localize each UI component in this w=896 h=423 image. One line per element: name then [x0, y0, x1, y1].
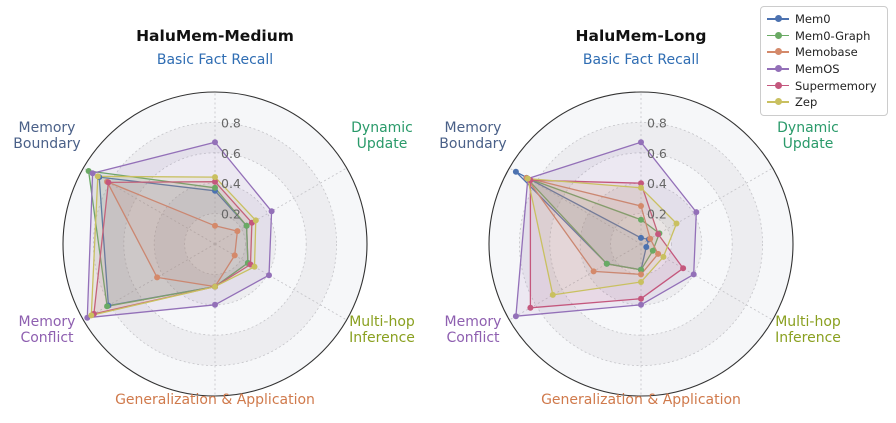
data-point-memos [690, 271, 697, 278]
radial-tick-label: 0.8 [647, 115, 667, 130]
data-point-supermemory [638, 295, 644, 302]
chart-title: HaluMem-Medium [136, 27, 294, 45]
radial-tick-label: 0.2 [221, 207, 241, 222]
legend-label: Mem0-Graph [795, 28, 871, 43]
data-point-zep [212, 283, 218, 290]
legend-swatch [767, 30, 789, 42]
data-point-zep [212, 174, 218, 181]
data-point-supermemory [527, 304, 534, 311]
data-point-mem0-graph [212, 184, 218, 191]
radial-tick-label: 0.8 [221, 115, 241, 130]
data-point-zep [660, 253, 667, 260]
radar-spoke [640, 167, 773, 245]
data-point-mem0-graph [243, 222, 250, 229]
legend-label: Memobase [795, 45, 858, 60]
legend-swatch [767, 96, 789, 108]
data-point-memobase [212, 222, 218, 229]
radial-tick-label: 0.4 [221, 176, 241, 191]
data-point-zep [94, 173, 101, 180]
legend-label: Zep [795, 95, 818, 110]
data-point-memobase [231, 252, 238, 259]
data-point-memobase [638, 203, 644, 209]
data-point-mem0-graph [104, 303, 111, 310]
radar-spoke [214, 243, 347, 321]
data-point-memobase [154, 274, 161, 281]
data-point-memos [212, 139, 218, 146]
radial-tick-label: 0.2 [647, 207, 667, 222]
data-point-memos [212, 301, 218, 308]
data-point-mem0-graph [638, 216, 644, 223]
data-point-memos [89, 170, 96, 177]
data-point-mem0 [512, 168, 519, 175]
data-point-zep [251, 263, 258, 270]
data-point-zep [524, 175, 531, 182]
data-point-supermemory [680, 265, 687, 272]
axis-label: Generalization & Application [541, 392, 741, 408]
axis-label: Basic Fact Recall [583, 52, 699, 68]
data-point-zep [638, 184, 644, 191]
data-point-zep [638, 279, 644, 285]
data-point-memobase [590, 268, 597, 275]
legend-item: Supermemory [767, 77, 881, 94]
legend-item: MemOS [767, 61, 881, 78]
data-point-memobase [234, 228, 241, 235]
data-point-zep [549, 291, 556, 298]
legend-swatch [767, 80, 789, 92]
legend-swatch [767, 13, 789, 25]
legend-label: Mem0 [795, 12, 831, 27]
data-point-memos [266, 272, 272, 279]
legend-label: MemOS [795, 62, 840, 77]
radar-spoke [214, 167, 347, 245]
data-point-mem0 [638, 234, 644, 241]
radar-grid-circle [610, 213, 672, 275]
data-point-mem0 [643, 244, 650, 250]
legend-swatch [767, 46, 789, 58]
chart-title: HaluMem-Long [576, 27, 707, 45]
data-point-zep [88, 312, 95, 319]
axis-label: Generalization & Application [115, 392, 315, 408]
legend-item: Mem0-Graph [767, 28, 881, 45]
radar-spoke [640, 243, 773, 321]
data-point-memobase [647, 235, 654, 242]
data-point-memobase [655, 250, 662, 257]
data-point-mem0-graph [638, 266, 644, 273]
data-point-zep [673, 220, 680, 227]
data-point-mem0-graph [603, 260, 610, 267]
data-point-supermemory [105, 179, 112, 186]
data-point-memobase [638, 271, 644, 278]
data-point-memos [638, 139, 644, 146]
data-point-memos [512, 313, 519, 320]
data-point-memos [638, 301, 644, 308]
radial-tick-label: 0.6 [647, 146, 667, 161]
radar-grid-circle [184, 213, 246, 275]
data-point-memos [268, 208, 275, 215]
axis-label: Basic Fact Recall [157, 52, 273, 68]
data-point-mem0-graph [649, 247, 656, 254]
data-point-memos [693, 209, 700, 216]
legend-item: Memobase [767, 44, 881, 61]
legend-swatch [767, 63, 789, 75]
data-point-supermemory [638, 180, 644, 187]
radial-tick-label: 0.6 [221, 146, 241, 161]
data-point-supermemory [212, 178, 218, 185]
data-point-zep [252, 217, 259, 224]
data-point-supermemory [655, 231, 662, 238]
radial-tick-label: 0.4 [647, 176, 667, 191]
legend-item: Mem0 [767, 11, 881, 28]
legend-item: Zep [767, 94, 881, 111]
legend-label: Supermemory [795, 78, 877, 93]
